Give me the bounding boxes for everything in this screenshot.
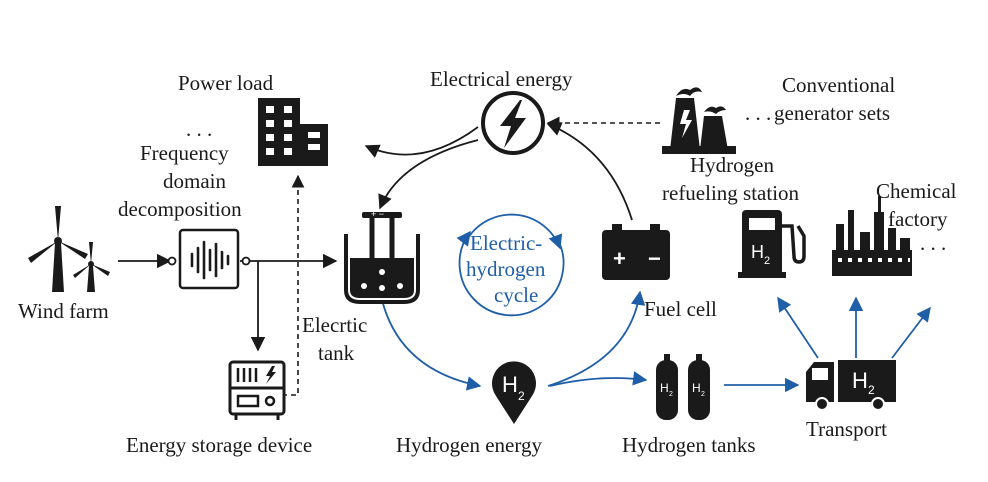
wind-turbine-icon bbox=[28, 206, 110, 292]
energy-storage-label: Energy storage device bbox=[126, 433, 312, 457]
cycle-circle-tail bbox=[467, 213, 563, 250]
electrical-energy-label: Electrical energy bbox=[430, 67, 573, 91]
building-icon bbox=[258, 98, 328, 166]
tank2-h2-subscript: 2 bbox=[701, 391, 705, 398]
truck-h2-subscript: 2 bbox=[868, 383, 875, 397]
gas-cylinder-icon: H 2 H 2 bbox=[656, 354, 710, 420]
pin-h2-subscript: 2 bbox=[518, 389, 525, 403]
cycle-label-line1: Electric- bbox=[470, 231, 542, 255]
frequency-label-line2: domain bbox=[163, 169, 226, 193]
power-load-label: Power load bbox=[178, 71, 274, 95]
lightning-icon bbox=[481, 91, 545, 155]
arc-energy-to-tank bbox=[378, 139, 479, 210]
arrow-hydrogen-to-tanks bbox=[549, 371, 648, 387]
truck-h2-label: H bbox=[852, 368, 868, 393]
chemical-label-line1: Chemical bbox=[876, 179, 957, 203]
hydrogen-tanks-label: Hydrogen tanks bbox=[622, 433, 756, 457]
electric-tank-label-line2: tank bbox=[318, 341, 355, 365]
electrolyzer-icon: + − bbox=[344, 209, 420, 304]
battery-minus: − bbox=[648, 246, 661, 271]
chemical-label-line2: factory bbox=[888, 207, 948, 231]
arc-hydrogen-to-fuelcell bbox=[547, 290, 646, 387]
dashed-storage-to-load bbox=[282, 174, 305, 396]
hydrogen-pin-icon: H 2 bbox=[492, 361, 536, 424]
h2-station-label-line2: refueling station bbox=[662, 181, 800, 205]
battery-icon: + − bbox=[602, 224, 670, 280]
pump-h2-subscript: 2 bbox=[764, 255, 770, 267]
arrow-transport-to-others bbox=[891, 306, 931, 359]
cycle-label-line3: cycle bbox=[494, 283, 538, 307]
power-load-ellipsis: . . . bbox=[186, 117, 212, 141]
cycle-circle bbox=[456, 230, 565, 317]
frequency-label-line3: decomposition bbox=[118, 197, 242, 221]
pump-h2-label: H bbox=[751, 242, 764, 262]
tank1-h2-subscript: 2 bbox=[669, 391, 673, 398]
hydrogen-energy-label: Hydrogen energy bbox=[396, 433, 542, 457]
chemical-label-dots: . . . bbox=[920, 231, 946, 255]
fuel-cell-label: Fuel cell bbox=[644, 297, 717, 321]
h2-station-label-line1: Hydrogen bbox=[690, 153, 774, 177]
frequency-filter-icon bbox=[167, 228, 251, 290]
conventional-label-line1: Conventional bbox=[782, 73, 895, 97]
fuel-pump-icon: H 2 bbox=[738, 210, 806, 278]
transport-label: Transport bbox=[806, 417, 887, 441]
wind-farm-label: Wind farm bbox=[18, 299, 109, 323]
connectors bbox=[118, 116, 931, 396]
labels: Wind farm Power load . . . Frequency dom… bbox=[18, 67, 957, 457]
conventional-label-line2: generator sets bbox=[774, 101, 890, 125]
pin-h2-label: H bbox=[502, 372, 518, 397]
battery-plus: + bbox=[613, 246, 626, 271]
arrow-transport-to-station bbox=[777, 296, 819, 359]
truck-icon: H 2 bbox=[806, 360, 896, 411]
tank2-h2-label: H bbox=[692, 381, 701, 395]
frequency-label-line1: Frequency bbox=[140, 141, 229, 165]
tank1-h2-label: H bbox=[660, 381, 669, 395]
power-plant-icon bbox=[662, 87, 736, 154]
electric-tank-label-line1: Elecrtic bbox=[302, 313, 367, 337]
conventional-label-dots: . . . bbox=[745, 101, 771, 125]
cycle-label-line2: hydrogen bbox=[466, 257, 546, 281]
arc-fuelcell-to-energy bbox=[546, 122, 633, 221]
arrow-energy-to-load bbox=[364, 126, 479, 158]
chemical-factory-icon bbox=[832, 196, 912, 276]
arc-tank-to-hydrogen bbox=[381, 299, 482, 391]
svg-text:+ −: + − bbox=[371, 209, 384, 219]
energy-storage-icon bbox=[228, 360, 286, 420]
